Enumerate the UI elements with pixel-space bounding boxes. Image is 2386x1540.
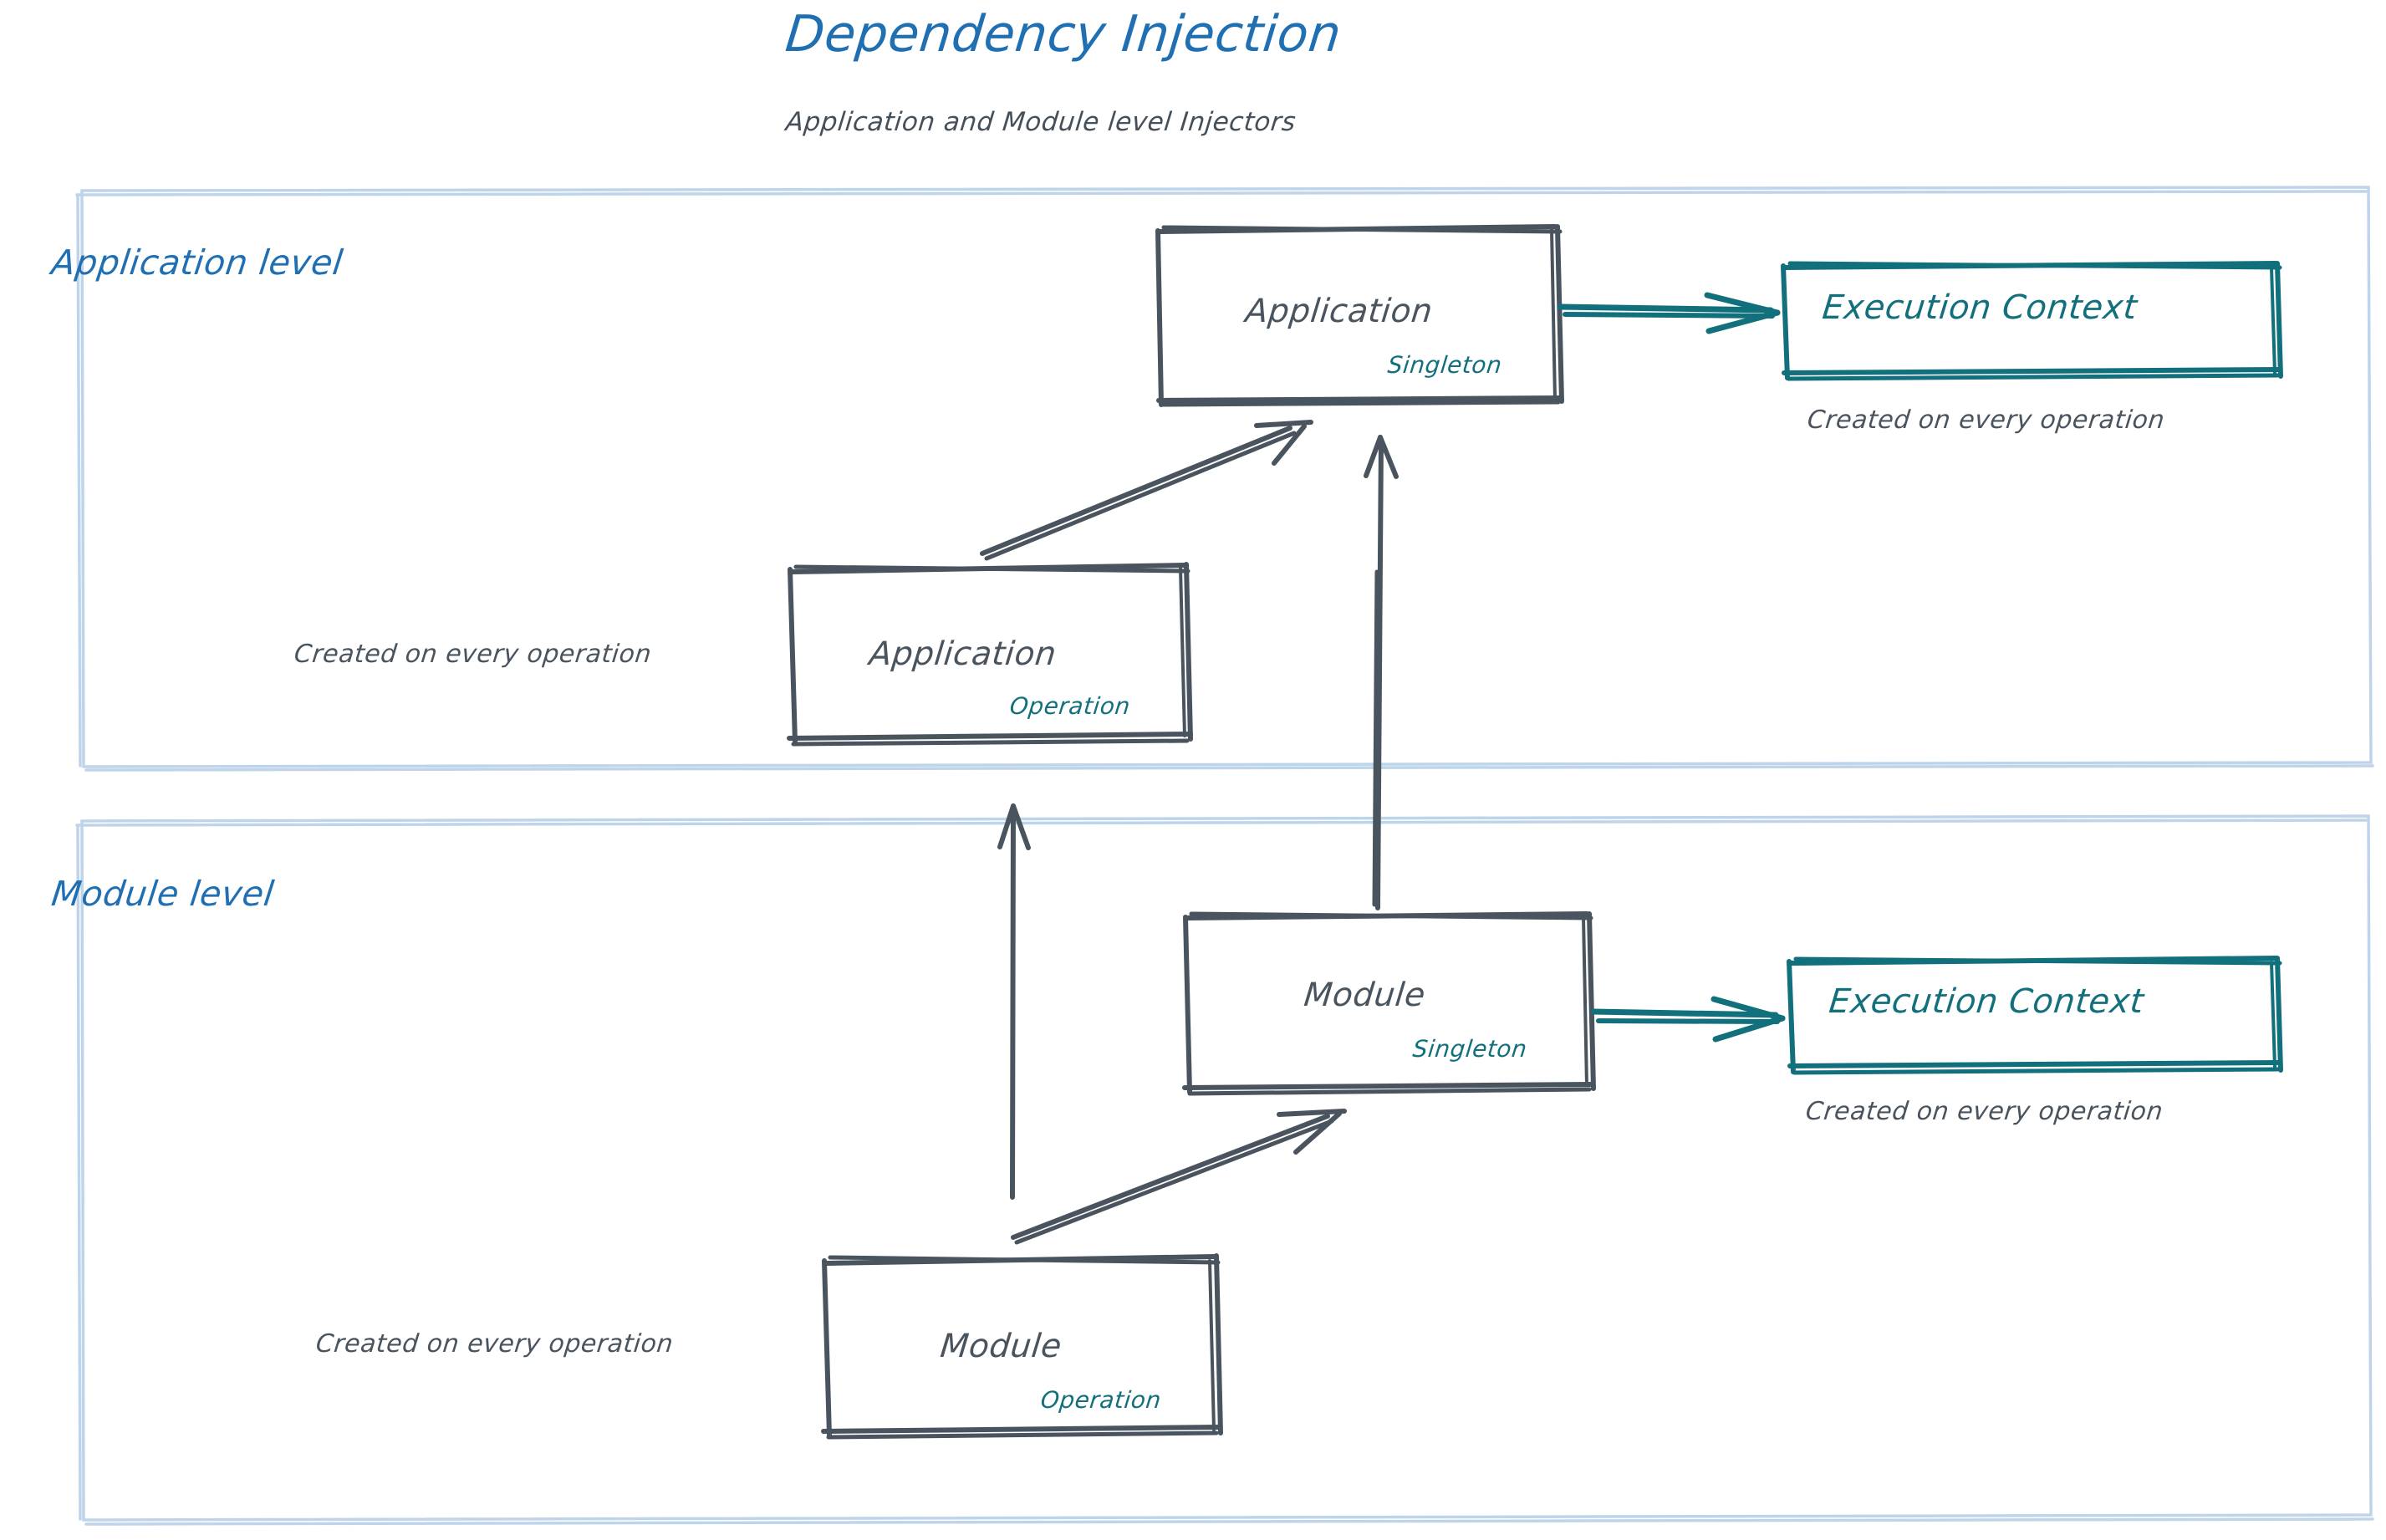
arrow-app-singleton-to-exec-context <box>1557 292 1781 334</box>
arrow-module-singleton-to-exec-context <box>1590 996 1786 1043</box>
module-operation-title: Module <box>938 1328 1064 1365</box>
application-operation-box[interactable] <box>787 562 1193 747</box>
application-operation-caption: Created on every operation <box>293 640 653 669</box>
module-execution-context-box[interactable] <box>1787 956 2283 1075</box>
module-execution-context-title: Execution Context <box>1827 982 2146 1021</box>
module-singleton-title: Module <box>1302 977 1428 1014</box>
application-execution-context-box[interactable] <box>1781 261 2283 381</box>
application-singleton-title: Application <box>1243 293 1435 330</box>
module-operation-scope: Operation <box>1039 1386 1163 1414</box>
module-singleton-scope: Singleton <box>1411 1035 1529 1063</box>
application-execution-context-title: Execution Context <box>1820 288 2139 327</box>
application-singleton-scope: Singleton <box>1386 351 1504 379</box>
arrow-app-operation-to-app-singleton <box>980 420 1313 561</box>
module-execution-context-caption: Created on every operation <box>1804 1097 2164 1126</box>
section-label-module-level: Module level <box>49 874 277 914</box>
application-singleton-box[interactable] <box>1155 224 1564 407</box>
application-level-frame <box>75 186 2374 772</box>
module-singleton-box[interactable] <box>1182 911 1596 1096</box>
application-operation-title: Application <box>867 635 1058 673</box>
arrow-module-operation-to-module-singleton <box>1011 1109 1347 1245</box>
arrow-module-singleton-to-app-singleton <box>1364 435 1399 910</box>
arrow-module-operation-to-app-operation <box>997 803 1031 1200</box>
application-execution-context-caption: Created on every operation <box>1806 405 2166 435</box>
module-level-frame <box>75 814 2374 1526</box>
module-operation-box[interactable] <box>821 1253 1223 1440</box>
module-operation-caption: Created on every operation <box>314 1329 675 1359</box>
section-label-application-level: Application level <box>49 242 346 283</box>
application-operation-scope: Operation <box>1008 692 1132 720</box>
